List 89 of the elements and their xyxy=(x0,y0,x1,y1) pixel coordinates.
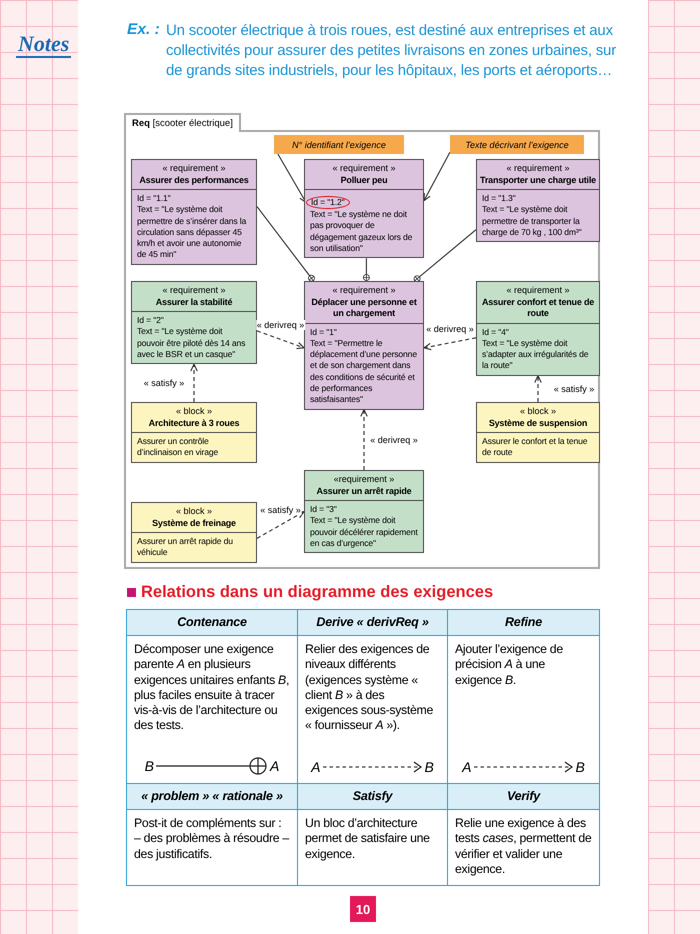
element-name: Assurer un arrêt rapide xyxy=(316,486,412,497)
block-box xyxy=(476,402,600,463)
table-header-cell: Verify xyxy=(448,784,599,810)
end-label: A xyxy=(311,759,320,775)
containment-line xyxy=(414,229,476,282)
example-marker: Ex. : xyxy=(127,21,160,39)
property-text: Text = "Le système doit pouvoir décélérer rapidement en cas d’urgence" xyxy=(310,515,418,550)
property-text: Id = "1.3" xyxy=(482,193,517,204)
dependency-arrow xyxy=(423,337,476,350)
property-text: Id = "1.1" xyxy=(137,193,172,204)
page-number: 10 xyxy=(350,896,376,922)
element-name: Transporter une charge utile xyxy=(479,174,597,186)
edge-label: « satisfy » xyxy=(259,504,302,515)
table-cell-text: Post-it de compléments sur : – des problèmes à résoudre – des justificatifs. xyxy=(134,816,290,862)
table-header-cell: Derive « derivReq » xyxy=(298,610,448,636)
stereotype-text: « block » xyxy=(174,406,214,418)
end-label: B xyxy=(144,758,154,774)
end-label: B xyxy=(576,759,585,775)
element-name: Assurer des performances xyxy=(138,174,250,186)
element-name: Déplacer une personne et un chargement xyxy=(310,296,418,320)
edge-label: « satisfy » xyxy=(552,384,596,394)
stereotype-text: « requirement » xyxy=(161,163,227,174)
highlighted-id-text: Id = "1.2" xyxy=(306,196,350,209)
end-label: A xyxy=(462,759,472,775)
edge-label: « derivreq » xyxy=(256,320,306,330)
element-name: Assurer la stabilité xyxy=(154,296,234,308)
stereotype-text: « requirement » xyxy=(331,285,397,296)
stereotype-text: « requirement » xyxy=(331,163,397,174)
property-text: Assurer le confort et la tenue de route xyxy=(482,436,588,459)
frame-tab: Req [scooter électrique] xyxy=(124,113,241,132)
requirement-box xyxy=(304,159,424,258)
property-text: Text = "Le système ne doit pas provoquer de dégagement gazeux lors de son utilisation" xyxy=(310,209,414,254)
table-cell-text: Ajouter l’exigence de précision A à une exigence B. xyxy=(455,642,564,688)
leader-arrow xyxy=(423,152,450,202)
table-cell-text: Décomposer une exigence parente A en plusieurs exigences unitaires enfants B, plus faciles ensuite à tracer vis-à-vis de l’architecture ou des tests. xyxy=(134,642,290,734)
callout-note: Texte décrivant l’exigence xyxy=(450,135,584,154)
table-header-cell: Refine xyxy=(448,610,599,636)
stereotype-text: « block » xyxy=(174,506,214,518)
dependency-arrow xyxy=(256,330,305,350)
end-label: A xyxy=(270,758,280,774)
table-header-cell: Contenance xyxy=(127,610,298,636)
property-text: Text = "Le système doit s’adapter aux irrégularités de la route" xyxy=(482,338,590,372)
stereotype-text: «requirement » xyxy=(332,474,396,486)
property-text: Id = "3" xyxy=(310,504,338,516)
element-name: Système de freinage xyxy=(151,518,237,529)
edge-label: « derivreq » xyxy=(425,324,475,334)
block-box xyxy=(131,402,257,463)
stereotype-text: « block » xyxy=(518,406,558,418)
table-header-cell: « problem » « rationale » xyxy=(127,784,298,810)
requirement-box xyxy=(476,159,600,242)
property-text: Assurer un contrôle d’inclinaison en virage xyxy=(137,436,220,459)
element-name: Architecture à 3 roues xyxy=(148,418,240,429)
element-name: Assurer confort et tenue de route xyxy=(480,296,596,320)
property-text: Text = "Le système doit permettre de s’insérer dans la circulation sans dépasser 45 km/h et avoir une autonomie de 45 min" xyxy=(137,204,248,261)
dependency-arrow xyxy=(256,511,305,539)
table-cell-text: Relier des exigences de niveaux différents (exigences système « client B » à des exigences sous-système « fournisseur A »). xyxy=(305,642,434,734)
requirement-box xyxy=(131,159,257,265)
requirement-box xyxy=(131,281,257,364)
property-text: Id = "4" xyxy=(482,326,510,338)
dependency-arrow xyxy=(360,409,368,470)
dependency-arrow xyxy=(190,364,198,402)
callout-note: N° identifiant l’exigence xyxy=(274,135,404,154)
example-paragraph: Un scooter électrique à trois roues, est destiné aux entreprises et aux collectivités pour assurer des petites livraisons en zones urbaines, sur de grands sites industriels, pour les hôpitaux, les ports et aéroports… xyxy=(166,21,617,81)
block-box xyxy=(131,502,257,563)
dependency-arrow xyxy=(534,375,542,402)
stereotype-text: « requirement » xyxy=(161,285,227,296)
containment-line xyxy=(362,258,370,281)
element-name: Système de suspension xyxy=(488,418,588,429)
margin-title: Notes xyxy=(16,32,72,58)
table-cell-text: Un bloc d’architecture permet de satisfaire une exigence. xyxy=(305,816,431,862)
requirement-box xyxy=(304,281,424,410)
edge-label: « derivreq » xyxy=(369,434,419,445)
property-text: Text = "Permettre le déplacement d’une personne et de son chargement dans des conditions de sécurité et de performances satisfaisantes" xyxy=(310,338,418,406)
stereotype-text: « requirement » xyxy=(505,163,571,174)
requirement-box xyxy=(476,281,600,376)
edge-label: « satisfy » xyxy=(142,378,186,388)
end-label: B xyxy=(424,759,434,775)
section-heading: Relations dans un diagramme des exigences xyxy=(141,583,494,602)
stereotype-text: « requirement » xyxy=(505,285,571,296)
property-text: Id = "1" xyxy=(310,326,338,338)
element-name: Polluer peu xyxy=(340,174,388,186)
property-text: Id = "2" xyxy=(137,315,165,326)
property-text: Assurer un arrêt rapide du véhicule xyxy=(137,536,234,559)
property-text: Text = "Le système doit pouvoir être piloté dès 14 ans avec le BSR et un casque" xyxy=(137,326,246,360)
property-text: Text = "Le système doit permettre de transporter la charge de 70 kg , 100 dm³" xyxy=(482,204,582,238)
requirement-box xyxy=(304,470,424,554)
table-header-cell: Satisfy xyxy=(298,784,448,810)
table-cell-text: Relie une exigence à des tests cases, permettent de vérifier et valider une exigence. xyxy=(455,816,592,878)
containment-line xyxy=(256,206,315,282)
